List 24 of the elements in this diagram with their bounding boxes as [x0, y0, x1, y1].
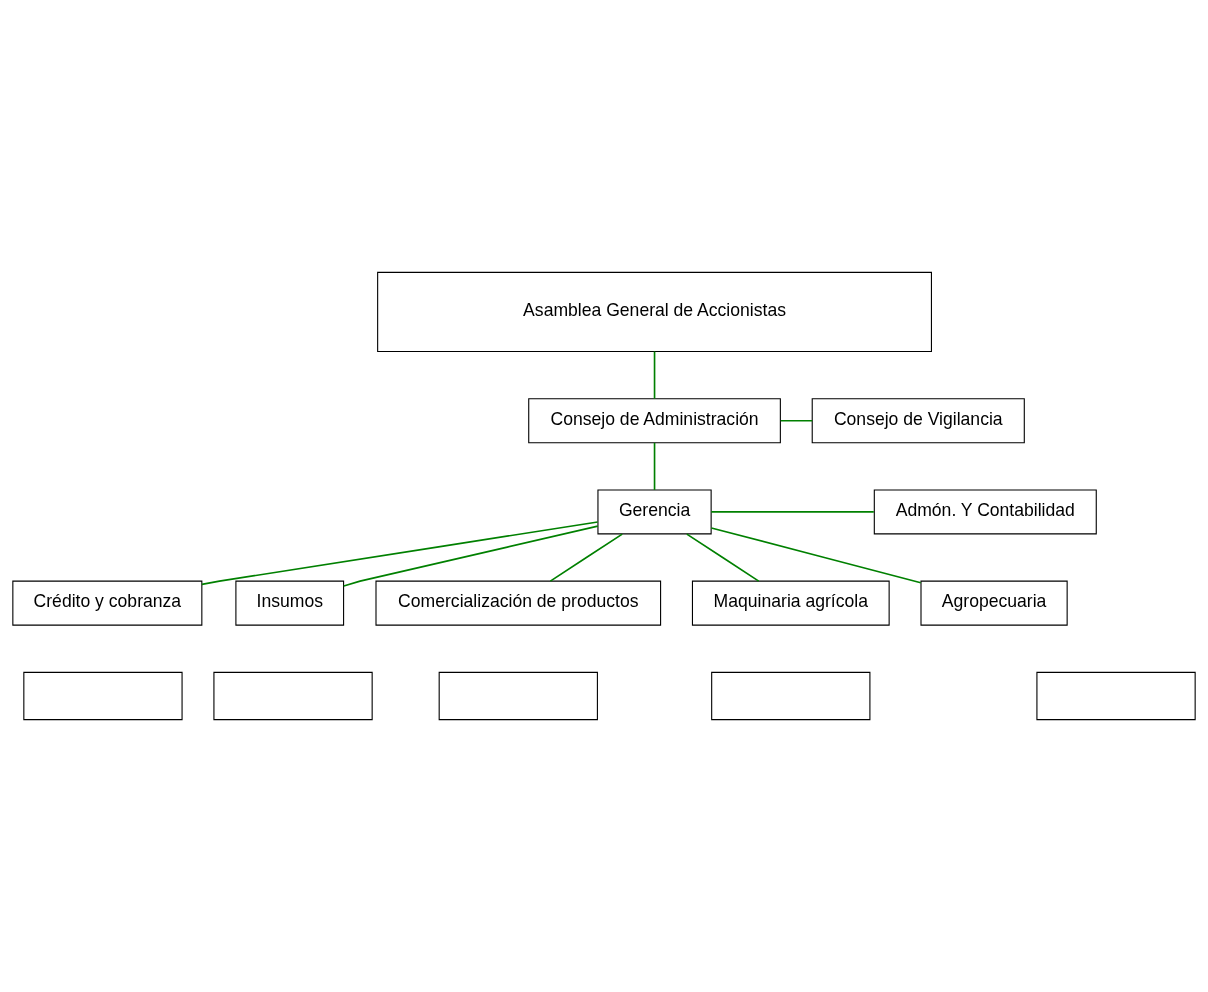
node-box: [213, 671, 373, 721]
node-box: [438, 671, 598, 721]
connector: [201, 521, 599, 586]
connector: [710, 527, 922, 584]
connector: [549, 533, 624, 582]
node-box: Comercialización de productos: [375, 580, 662, 626]
connector: [342, 525, 599, 587]
node-box: Asamblea General de Accionistas: [377, 271, 932, 353]
node-box: Maquinaria agrícola: [691, 580, 890, 626]
node-box: [711, 671, 871, 721]
connector: [653, 442, 656, 491]
node-box: Gerencia: [597, 489, 712, 535]
connector: [710, 511, 875, 513]
node-box: Insumos: [235, 580, 345, 626]
node-box: Consejo de Vigilancia: [811, 398, 1025, 444]
node-box: Crédito y cobranza: [12, 580, 203, 626]
node-box: Agropecuaria: [920, 580, 1068, 626]
node-box: Admón. Y Contabilidad: [873, 489, 1097, 535]
node-box: [23, 671, 183, 721]
node-box: [1036, 671, 1196, 721]
connector: [686, 533, 760, 582]
connector: [653, 350, 656, 400]
connector: [779, 419, 813, 422]
node-box: Consejo de Administración: [528, 398, 781, 444]
